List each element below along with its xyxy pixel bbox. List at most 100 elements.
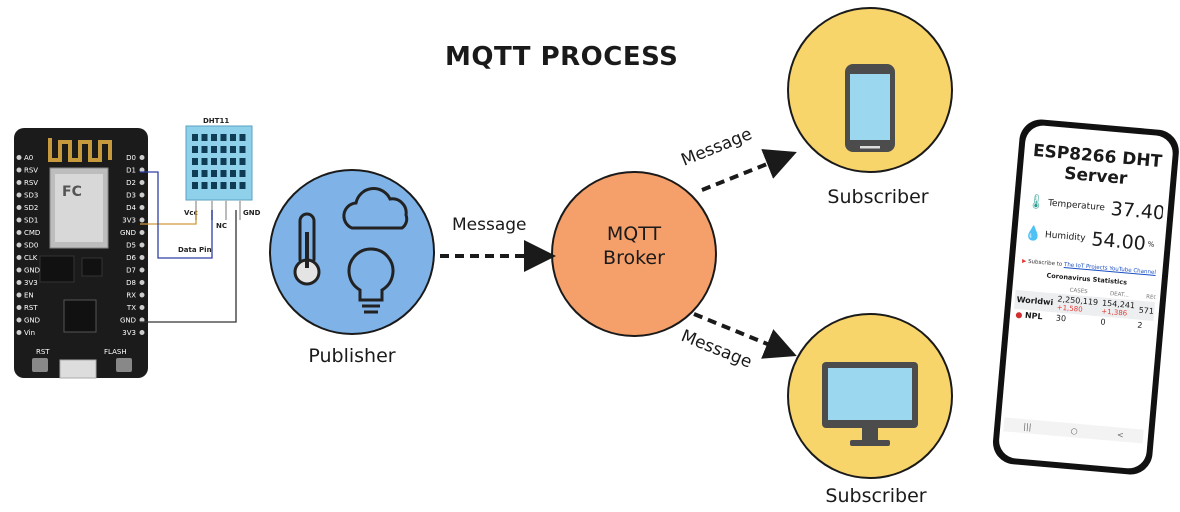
sensor-vent <box>192 134 198 141</box>
nodemcu-board: FC A0RSVRSVSD3SD2SD1CMDSD0CLKGND3V3ENRST… <box>14 128 148 379</box>
sensor-grid <box>192 134 246 189</box>
sensor-vent <box>201 158 208 165</box>
humidity-label: Humidity <box>1044 230 1086 244</box>
left-pin-dot <box>16 317 22 323</box>
left-pin-label: GND <box>24 317 40 325</box>
sensor-vent <box>192 158 198 165</box>
left-pin-label: EN <box>24 292 34 300</box>
phone-screen: ESP8266 DHT Server 🌡 Temperature 37.40 °… <box>1003 132 1169 444</box>
page-title: MQTT PROCESS <box>445 42 679 72</box>
usb-chip <box>63 299 97 333</box>
right-pin-label: GND <box>120 317 136 325</box>
humidity-row: 💧 Humidity 54.00 % <box>1020 222 1161 256</box>
arrow-broker-to-subscriber-top <box>701 149 797 192</box>
flash-label: FLASH <box>104 348 127 356</box>
left-pin-dot <box>16 267 22 273</box>
message-label-broker-sub-top: Message <box>678 124 755 170</box>
sensor-vent <box>220 158 227 165</box>
flash-button <box>116 358 132 372</box>
sensor-vent <box>192 170 198 177</box>
home-icon[interactable]: ○ <box>1070 425 1079 436</box>
arrow-broker-to-subscriber-bottom <box>693 312 797 359</box>
left-pin-dot <box>16 205 22 210</box>
wifi-antenna <box>48 138 112 162</box>
sensor-vent <box>201 182 208 189</box>
right-pin-label: D2 <box>126 179 136 187</box>
flag-icon: ● <box>1015 309 1023 320</box>
broker-label-line2: Broker <box>603 247 665 269</box>
right-pin-dot <box>139 317 145 323</box>
humidity-unit: % <box>1147 240 1155 249</box>
recent-apps-icon[interactable]: ||| <box>1023 421 1032 432</box>
sensor-vent <box>230 182 236 189</box>
cloud-icon <box>342 187 409 230</box>
right-pin-label: TX <box>126 304 136 312</box>
left-pin-dot <box>16 330 22 335</box>
data-wire <box>140 171 213 259</box>
sensor-vent <box>201 134 208 141</box>
left-pin-label: Vin <box>24 329 35 337</box>
right-pin-dot <box>139 255 145 260</box>
right-pin-dot <box>139 292 145 298</box>
left-pin-dot <box>16 192 22 198</box>
right-pin-dot <box>139 330 145 335</box>
right-pin-dot <box>139 267 145 273</box>
left-pin-dot <box>16 230 22 235</box>
left-pin-dot <box>16 180 22 185</box>
cell-deaths: 0 <box>1100 317 1106 327</box>
vcc-wire <box>140 210 197 225</box>
broker-label-line1: MQTT <box>607 223 662 245</box>
right-pin-dot <box>139 167 145 173</box>
left-pin-label: RSV <box>24 167 38 175</box>
subscriber-bottom-label: Subscriber <box>825 485 926 507</box>
sensor-vent <box>220 134 227 141</box>
right-pin-dot <box>139 242 145 248</box>
right-pin-dot <box>139 230 145 235</box>
rst-label: RST <box>36 348 50 356</box>
youtube-icon: ▶ <box>1021 258 1027 265</box>
sensor-vent <box>220 182 227 189</box>
left-pin-dot <box>16 217 22 223</box>
phone-title: ESP8266 DHT Server <box>1032 140 1163 190</box>
phone-icon <box>845 64 895 152</box>
right-pin-label: D5 <box>126 242 136 250</box>
back-icon[interactable]: < <box>1116 429 1125 440</box>
data-pin-label: Data Pin <box>178 246 212 254</box>
left-pin-dot <box>16 305 22 310</box>
left-pin-label: CLK <box>24 254 38 262</box>
rst-button <box>32 358 48 372</box>
left-pin-dot <box>16 155 22 160</box>
left-pin-column: A0RSVRSVSD3SD2SD1CMDSD0CLKGND3V3ENRSTGND… <box>16 154 40 337</box>
sensor-vent <box>239 146 246 153</box>
sensor-name: DHT11 <box>203 117 229 125</box>
thermometer-icon: 🌡 <box>1026 193 1046 212</box>
gnd-wire <box>140 210 237 323</box>
right-pin-dot <box>139 217 145 223</box>
sensor-vent <box>220 170 227 177</box>
svg-text:FC: FC <box>62 184 82 200</box>
sensor-vent <box>220 146 227 153</box>
right-pin-dot <box>139 192 145 198</box>
left-pin-label: RSV <box>24 179 38 187</box>
sensor-vent <box>230 158 236 165</box>
row-name: NPL <box>1024 310 1043 322</box>
publisher-label: Publisher <box>308 345 395 367</box>
sensor-vent <box>230 146 236 153</box>
usb-port <box>59 359 97 379</box>
left-pin-label: SD1 <box>24 217 38 225</box>
arrows <box>440 149 797 359</box>
right-pin-label: D3 <box>126 192 136 200</box>
wiring <box>140 171 237 323</box>
left-pin-label: 3V3 <box>24 279 38 287</box>
right-pin-label: RX <box>126 292 136 300</box>
right-pin-label: 3V3 <box>122 217 136 225</box>
right-pin-label: D7 <box>126 267 136 275</box>
message-label-pub-broker: Message <box>452 215 527 235</box>
left-pin-dot <box>16 242 22 248</box>
broker-node: MQTT Broker <box>551 171 717 337</box>
humidity-value: 54.00 <box>1090 228 1147 255</box>
subscriber-top-label: Subscriber <box>827 186 928 208</box>
sensor-vent <box>211 134 217 141</box>
